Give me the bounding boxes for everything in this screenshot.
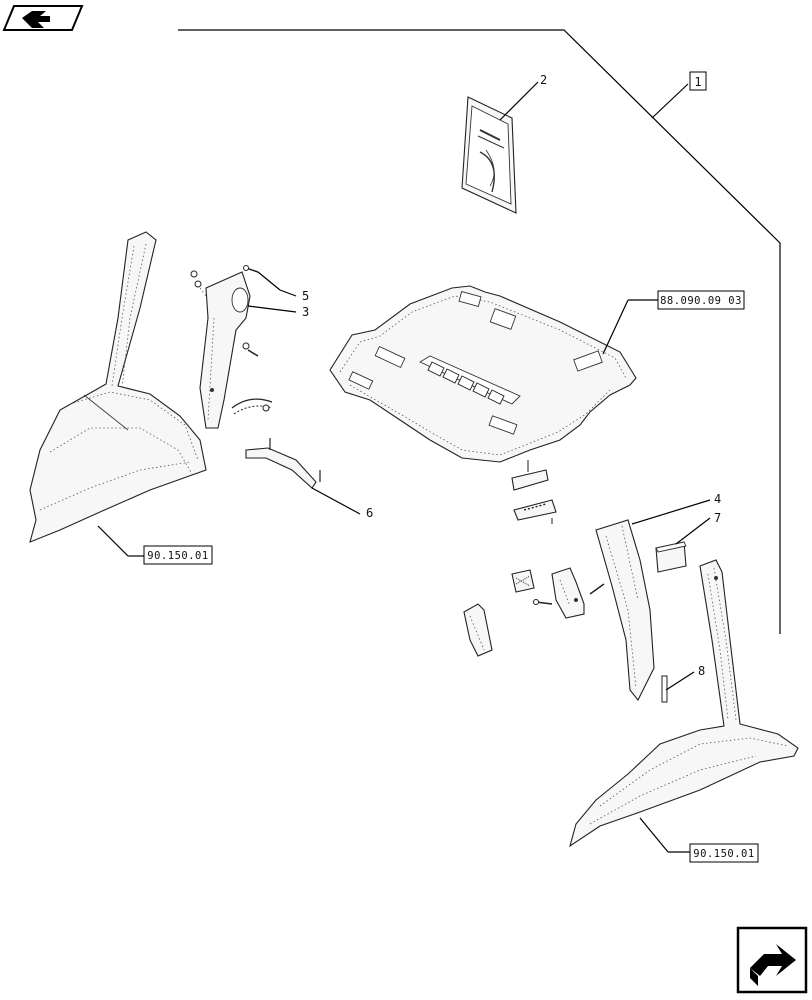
operator-manual <box>461 96 517 214</box>
vent-slots <box>427 361 505 405</box>
left-rear-fender <box>29 231 207 543</box>
screw-upper-right <box>243 265 259 273</box>
left-pillar-trim <box>199 271 251 429</box>
trim-cover <box>463 603 493 657</box>
right-pillar-trim <box>595 519 655 702</box>
cab-headliner <box>329 285 637 463</box>
callout-7: 7 <box>714 511 721 525</box>
right-rear-fender <box>569 559 799 848</box>
insulation-pad <box>655 541 687 573</box>
callout-box-1 <box>689 71 707 91</box>
seal-strip <box>661 675 668 703</box>
ref-fender-right-label: 90.150.01 <box>693 848 754 860</box>
speaker-grille <box>511 569 535 593</box>
ref-box-fender-left[interactable]: 90.150.01 <box>143 545 213 565</box>
door-sill-strip <box>245 438 321 489</box>
ref-fender-left-label: 90.150.01 <box>147 550 208 562</box>
ref-headliner-label: 88.090.09 03 <box>660 295 742 307</box>
assembly-leader-1: 1 <box>178 29 781 634</box>
callout-2: 2 <box>540 73 547 87</box>
callout-8: 8 <box>698 664 705 678</box>
screw-lower <box>242 342 259 357</box>
callout-6: 6 <box>366 506 373 520</box>
bolt-small <box>533 583 605 605</box>
dome-lamp-lens <box>513 499 557 524</box>
book-arrow-icon[interactable] <box>2 5 84 31</box>
ref-box-fender-right[interactable]: 90.150.01 <box>689 843 759 863</box>
switch-panel-bracket <box>551 567 585 619</box>
callout-3: 3 <box>302 305 309 319</box>
next-page-arrow-icon[interactable] <box>736 926 808 994</box>
wire-clip <box>231 398 273 415</box>
callout-4: 4 <box>714 492 721 506</box>
ref-box-headliner[interactable]: 88.090.09 03 <box>657 290 745 310</box>
callout-1: 1 <box>694 75 701 89</box>
callout-5: 5 <box>302 289 309 303</box>
dome-lamp-housing <box>511 460 549 491</box>
screw-upper-left <box>190 270 207 297</box>
